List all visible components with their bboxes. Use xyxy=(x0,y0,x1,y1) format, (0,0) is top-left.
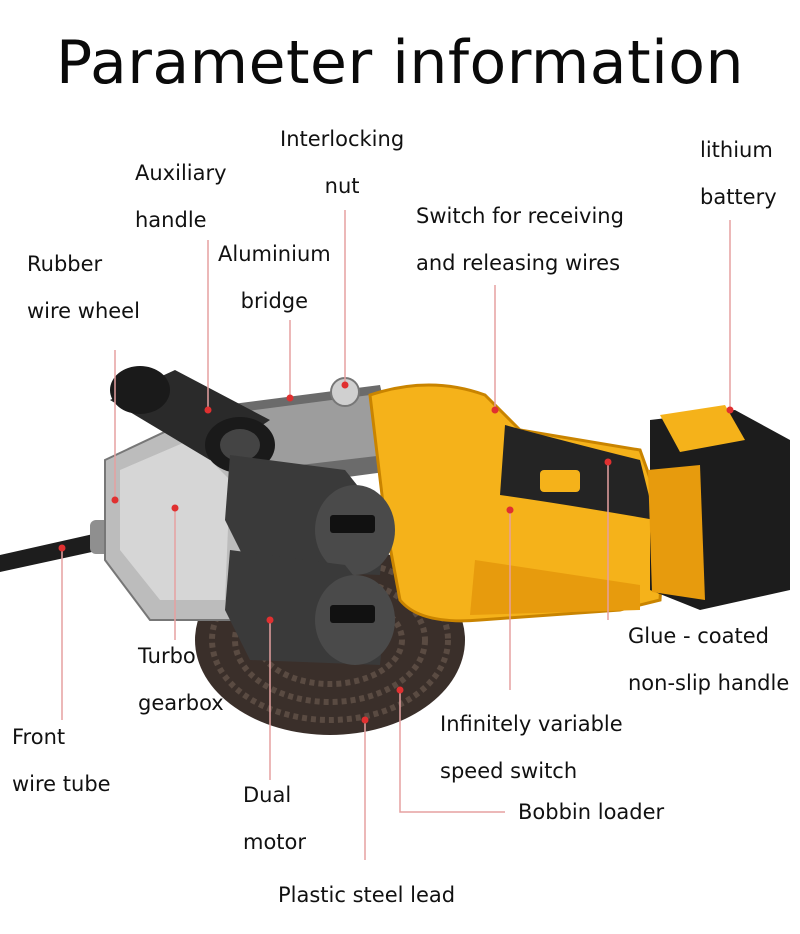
marker-dots xyxy=(58,381,734,724)
label-switch-wires: Switch for receiving and releasing wires xyxy=(416,193,624,287)
battery-shape xyxy=(648,405,790,610)
label-turbo-gearbox: Turbo gearbox xyxy=(138,633,224,727)
label-plastic-steel-lead: Plastic steel lead xyxy=(278,883,456,907)
label-aluminium-bridge: Aluminium bridge xyxy=(218,231,331,325)
label-line: bridge xyxy=(240,289,309,313)
label-line: speed switch xyxy=(440,759,578,783)
label-line: Interlocking xyxy=(280,127,405,151)
label-bobbin-loader: Bobbin loader xyxy=(518,800,665,824)
label-line: Infinitely variable xyxy=(440,712,623,736)
label-line: and releasing wires xyxy=(416,251,621,275)
label-line: Aluminium xyxy=(218,242,331,266)
label-line: handle xyxy=(135,208,207,232)
label-lithium-battery: lithium battery xyxy=(700,127,777,221)
label-line: lithium xyxy=(700,138,773,162)
label-line: Auxiliary xyxy=(135,161,227,185)
label-rubber-wire-wheel: Rubber wire wheel xyxy=(27,241,140,335)
label-dual-motor: Dual motor xyxy=(243,772,306,866)
label-auxiliary-handle: Auxiliary handle xyxy=(135,150,227,244)
label-interlocking-nut: Interlocking nut xyxy=(280,116,404,210)
label-line: non-slip handle xyxy=(628,671,790,695)
label-glue-handle: Glue - coated non-slip handle xyxy=(628,613,789,707)
dual-motor-shape xyxy=(225,455,395,665)
label-line: Dual xyxy=(243,783,292,807)
label-line: Turbo xyxy=(138,644,196,668)
label-line: Front xyxy=(12,725,66,749)
label-line: wire wheel xyxy=(27,299,140,323)
label-line: Rubber xyxy=(27,252,103,276)
label-line: Switch for receiving xyxy=(416,204,624,228)
label-line: gearbox xyxy=(138,691,224,715)
label-line: nut xyxy=(324,174,360,198)
label-front-wire-tube: Front wire tube xyxy=(12,714,111,808)
label-line: motor xyxy=(243,830,307,854)
grip-handle xyxy=(500,425,655,520)
label-line: wire tube xyxy=(12,772,111,796)
leader-lines xyxy=(61,210,731,860)
label-line: battery xyxy=(700,185,777,209)
page-title: Parameter information xyxy=(55,28,745,98)
label-line: Glue - coated xyxy=(628,624,770,648)
label-infinitely-variable: Infinitely variable speed switch xyxy=(440,701,623,795)
